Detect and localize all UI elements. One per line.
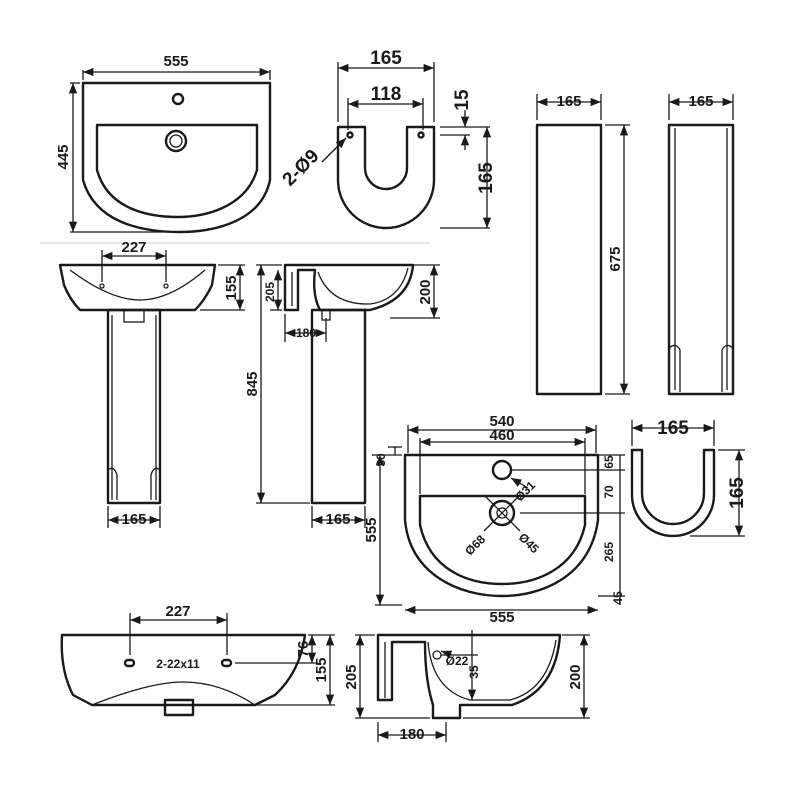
section-height-right: 200 — [567, 664, 584, 689]
shroud-offset-label: 15 — [452, 89, 473, 111]
waste-pos-label: 265 — [602, 542, 616, 562]
basin-front-holes: 227 — [165, 603, 190, 620]
tap-offset-label: 65 — [602, 455, 616, 469]
tap-pos-label: 70 — [602, 485, 616, 499]
plan-outer-label: 540 — [489, 413, 514, 430]
top-width-label: 555 — [163, 53, 188, 70]
basin-section-view: 205 35 Ø22 200 180 — [343, 630, 590, 743]
pedestal-front-view: 165 — [535, 93, 603, 396]
pedestal-side-width: 165 — [688, 93, 713, 110]
basin-front-height: 155 — [313, 657, 330, 682]
shroud-plan-depth: 165 — [727, 477, 748, 509]
plan-width-label: 555 — [489, 609, 514, 626]
tap-dia-label: Ø31 — [512, 478, 538, 504]
pedestal-side-view: 165 675 — [605, 93, 735, 396]
basin-front-fixings: 2-22x11 — [156, 657, 200, 671]
side-basin-height: 200 — [417, 279, 434, 304]
overflow-pos-label: 35 — [467, 665, 481, 679]
shroud-plan-view: 165 165 — [630, 418, 748, 538]
plan-rim-label: 30 — [374, 453, 388, 467]
section-projection: 180 — [399, 726, 424, 743]
side-top-label: 205 — [263, 282, 277, 302]
basin-front-view: 227 2-22x11 76 155 — [60, 603, 335, 717]
waste-dia-label: Ø45 — [516, 530, 542, 556]
bowl-dia-label: Ø68 — [462, 532, 488, 558]
top-depth-label: 445 — [55, 144, 72, 169]
basin-top-view: 555 445 — [55, 53, 272, 234]
section-height-left: 205 — [343, 664, 360, 689]
side-set-view: 845 205 200 180 165 — [244, 263, 440, 528]
front-set-view: 227 155 165 — [58, 239, 245, 528]
overflow-dia-label: Ø22 — [446, 654, 469, 668]
pedestal-height-label: 675 — [607, 246, 624, 271]
shroud-depth-label: 165 — [476, 162, 497, 194]
side-pedestal-width: 165 — [325, 511, 350, 528]
shroud-holes-label: 2-Ø9 — [279, 146, 324, 191]
plan-depth-label: 555 — [363, 517, 380, 542]
basin-front-fix-height: 76 — [295, 641, 312, 658]
basin-plan-view: 540 460 30 555 555 Ø31 Ø68 Ø45 65 70 265… — [363, 413, 625, 626]
front-offset-label: 45 — [611, 591, 625, 605]
shroud-inner-label: 118 — [371, 84, 402, 105]
front-height-label: 155 — [223, 275, 240, 300]
shroud-top-view: 165 118 15 165 2-Ø9 — [279, 48, 497, 230]
front-holes-label: 227 — [121, 239, 146, 256]
plan-inner-label: 460 — [489, 427, 514, 444]
shroud-plan-width: 165 — [657, 418, 689, 439]
side-projection-label: 180 — [296, 326, 316, 340]
front-pedestal-width: 165 — [121, 511, 146, 528]
pedestal-front-width: 165 — [556, 93, 581, 110]
shroud-width-label: 165 — [370, 48, 402, 69]
side-total-height: 845 — [244, 371, 261, 396]
